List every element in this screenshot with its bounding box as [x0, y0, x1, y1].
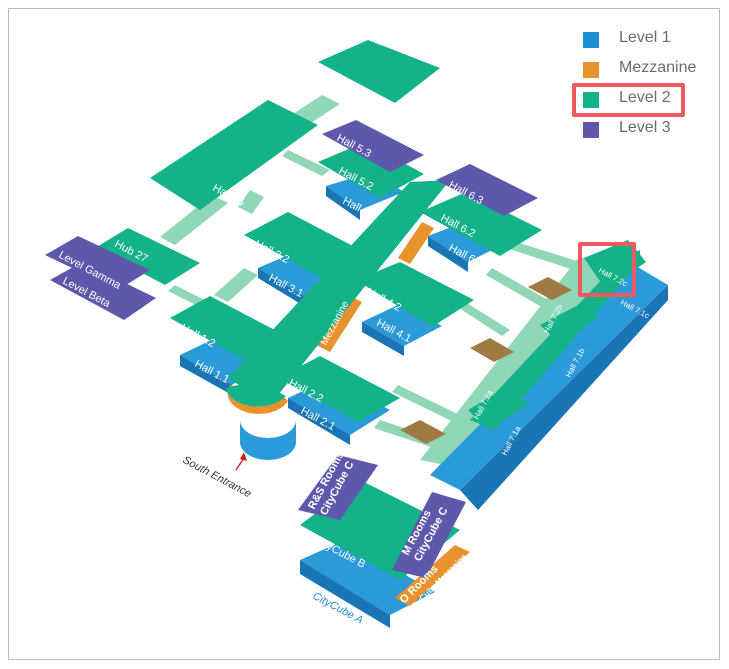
hall-2-2-shape: [278, 356, 400, 422]
south-entrance-arrow: [235, 452, 247, 471]
highlight-box-legend-level-2: [572, 83, 685, 117]
rotunda-mezz: [227, 385, 288, 414]
hall-7-2a-shape: [468, 385, 528, 430]
hall-5-1-side: [326, 186, 360, 220]
hall-6-2-shape: [420, 192, 542, 256]
hall-4-2-shape: [356, 262, 474, 327]
level-beta-shape: [50, 262, 156, 320]
citycube-mezzanine-block: [395, 545, 470, 606]
walkway-hall22-hall72a: [392, 385, 470, 426]
walkway-hall62-hall72: [506, 240, 580, 270]
mezzanine-blocks: [227, 222, 470, 606]
hall-7-1-side: [460, 285, 668, 510]
highlight-box-hall-7-2c: [578, 242, 636, 297]
hall-4-1-block: [362, 304, 442, 346]
legend-swatch-level-3: [583, 122, 599, 138]
legend-swatch-level-2: [583, 92, 599, 108]
m-rooms-shape: [392, 492, 466, 578]
escalator-2: [470, 338, 514, 362]
mezzanine-small: [398, 222, 434, 264]
walkway-hall42-hall72a: [456, 300, 510, 336]
escalators: [400, 277, 572, 444]
rs-rooms-shape: [298, 455, 378, 520]
walkway-hall32-hall12: [214, 268, 258, 302]
citycube-a-side: [300, 560, 390, 628]
walkway-hall25-hall52: [282, 150, 330, 176]
hall-4-1-side: [362, 322, 404, 356]
legend-swatch-level-1: [583, 32, 599, 48]
legend-label-mezzanine: Mezzanine: [619, 59, 697, 76]
walkway-hall61-hall72b: [486, 268, 548, 306]
hall-2-1-side: [288, 398, 350, 445]
mezzanine-strip: [316, 295, 362, 352]
hall-5-2-shape: [318, 142, 424, 198]
hall-7-2c-shape: [584, 240, 646, 290]
south-entrance-rotunda: [240, 420, 296, 460]
hall-7-2b-shape: [540, 304, 598, 342]
long-hall-spine: [228, 180, 450, 405]
rotunda-green: [226, 384, 286, 407]
level-gamma-shape: [45, 236, 150, 290]
hall-23-shape: [318, 40, 440, 103]
legend-label-level-2: Level 2: [619, 89, 671, 106]
escalator-3: [400, 420, 446, 444]
hall-5-3-shape: [322, 120, 424, 172]
hall-6-1-side: [428, 236, 468, 272]
hall-7-1-block: [430, 266, 668, 490]
legend-swatch-mezzanine: [583, 62, 599, 78]
hall-1-1-side: [180, 355, 232, 395]
escalator-1: [528, 277, 572, 300]
walkway-hall25-hall32: [238, 190, 264, 214]
hall-3-1-side: [258, 268, 304, 306]
hall-25-shape: [150, 100, 318, 210]
legend-label-level-1: Level 1: [619, 29, 671, 46]
walkway-hall25-hub27: [160, 195, 228, 245]
level3-halls: [45, 120, 538, 578]
hall-6-3-shape: [436, 164, 538, 216]
hub-27-shape: [95, 228, 200, 285]
legend-label-level-3: Level 3: [619, 119, 671, 136]
